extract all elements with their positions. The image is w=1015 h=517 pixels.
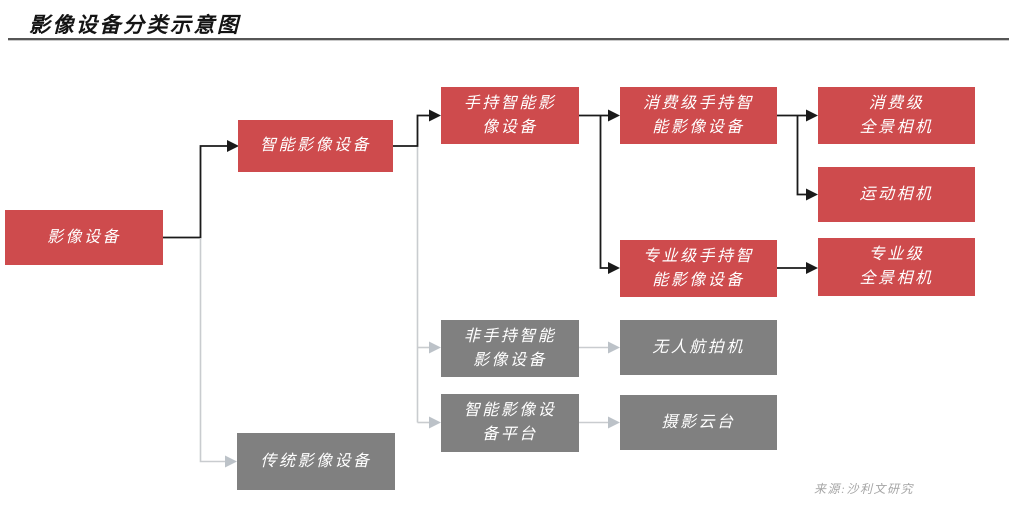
node-action-camera: 运动相机: [818, 167, 975, 222]
node-handheld-smart-imaging: 手持智能影 像设备: [441, 87, 579, 144]
connector-root-to-smart: [163, 145, 228, 239]
node-professional-panoramic-camera: 专业级 全景相机: [818, 238, 975, 296]
node-smart-imaging-platform: 智能影像设 备平台: [441, 394, 579, 452]
connector-handheld-to-professional: [599, 115, 608, 269]
source-attribution: 来源:沙利文研究: [814, 482, 914, 496]
arrowhead-gimbal: [608, 416, 620, 429]
connector-consumer-to-action-cam: [796, 115, 806, 196]
node-traditional-imaging-equipment: 传统影像设备: [237, 433, 395, 490]
arrowhead-pro-pano: [806, 262, 818, 274]
node-smart-imaging-equipment: 智能影像设备: [238, 120, 393, 172]
arrowhead-consumer: [608, 109, 620, 122]
node-aerial-drone: 无人航拍机: [620, 320, 777, 375]
connector-root-to-traditional: [199, 238, 225, 463]
node-imaging-equipment: 影像设备: [5, 210, 163, 265]
arrowhead-drone: [608, 341, 620, 354]
arrowhead-action-cam: [806, 188, 818, 201]
node-consumer-handheld-smart-imaging: 消费级手持智 能影像设备: [620, 87, 777, 144]
arrowhead-handheld: [429, 109, 441, 122]
node-consumer-panoramic-camera: 消费级 全景相机: [818, 87, 975, 144]
node-photography-gimbal: 摄影云台: [620, 395, 777, 450]
page-title: 影像设备分类示意图: [29, 13, 241, 37]
arrowhead-platform: [429, 416, 441, 429]
connector-smart-to-handheld: [393, 114, 430, 147]
node-non-handheld-smart-imaging: 非手持智能 影像设备: [441, 320, 579, 377]
node-professional-handheld-smart-imaging: 专业级手持智 能影像设备: [620, 240, 777, 297]
arrowhead-nonhandheld: [429, 341, 441, 354]
arrowhead-traditional: [225, 455, 237, 468]
arrowhead-consumer-pano: [806, 109, 818, 122]
title-underline: [8, 38, 1009, 41]
arrowhead-professional: [608, 262, 620, 274]
